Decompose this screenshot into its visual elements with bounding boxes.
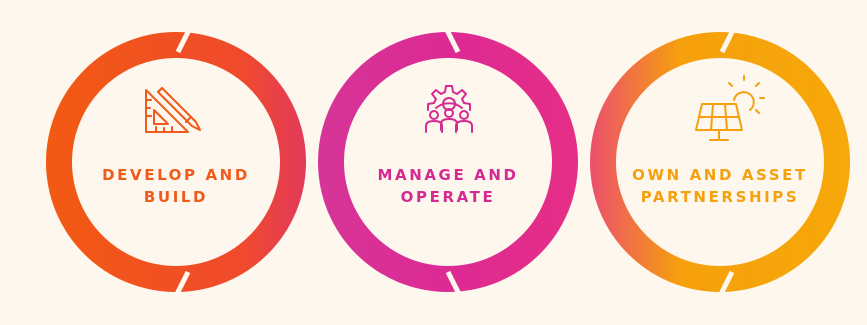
chevron-top-1	[175, 10, 191, 54]
step-label-line1: DEVELOP AND	[102, 166, 250, 184]
ruler-pencil-icon	[145, 87, 201, 133]
ring-develop	[46, 32, 306, 292]
step-label-line2: BUILD	[143, 188, 209, 206]
gear-team-icon	[425, 85, 473, 133]
step-label-line2: PARTNERSHIPS	[640, 188, 800, 206]
step-label-line1: MANAGE AND	[377, 166, 519, 184]
chevron-bottom-2	[445, 270, 461, 314]
chevron-bottom-1	[175, 270, 191, 314]
step-label-own: OWN AND ASSET PARTNERSHIPS	[610, 164, 830, 208]
step-label-line2: OPERATE	[400, 188, 496, 206]
chevron-bottom-3	[719, 270, 735, 314]
ring-manage	[318, 32, 578, 292]
step-label-manage: MANAGE AND OPERATE	[338, 164, 558, 208]
chevron-top-2	[445, 10, 461, 54]
step-label-line1: OWN AND ASSET	[632, 166, 808, 184]
ring-own	[590, 32, 850, 292]
chevron-notches	[175, 10, 735, 314]
chevron-top-3	[719, 10, 735, 54]
solar-panel-sun-icon	[695, 75, 765, 141]
step-label-develop: DEVELOP AND BUILD	[66, 164, 286, 208]
